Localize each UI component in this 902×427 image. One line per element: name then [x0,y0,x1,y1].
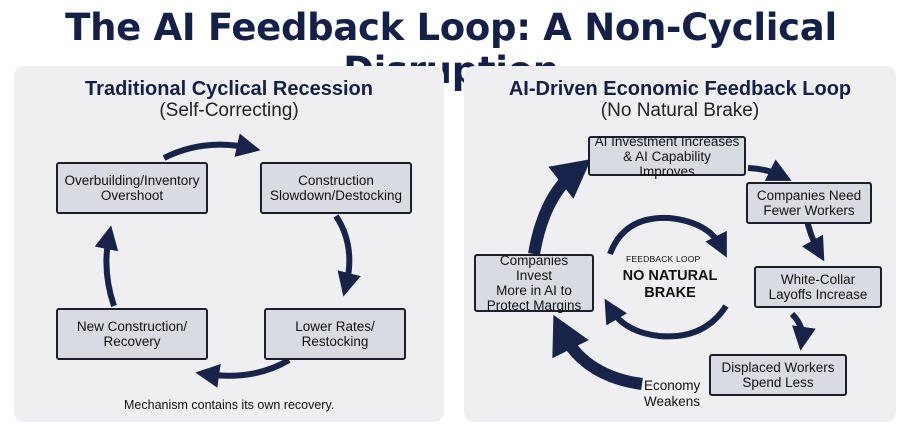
node-fewer-workers: Companies Need Fewer Workers [746,182,872,224]
feedback-loop-label: FEEDBACK LOOP [626,254,701,264]
node-overbuilding: Overbuilding/Inventory Overshoot [56,162,208,214]
node-lower-rates: Lower Rates/ Restocking [264,308,406,360]
arrow-overbuilding-to-slowdown [162,133,261,161]
no-natural-brake-label: NO NATURAL BRAKE [622,268,718,301]
node-layoffs: White-Collar Layoffs Increase [754,266,882,308]
node-construction-slowdown: Construction Slowdown/Destocking [260,162,412,214]
arrow-ai-to-fewer-workers [747,159,792,181]
arrow-layoffs-to-displaced [789,311,816,351]
left-panel-subtitle: (Self-Correcting) [159,100,299,121]
feedback-arrows [528,159,825,390]
node-ai-investment: AI Investment Increases & AI Capability … [588,134,746,179]
node-companies-invest: Companies Invest More in AI to Protect M… [474,253,594,313]
economy-weakens-label: Economy Weakens [644,378,701,409]
ai-feedback-panel: AI-Driven Economic Feedback Loop (No Nat… [464,66,896,422]
left-panel-caption: Mechanism contains its own recovery. [124,398,335,412]
left-panel-title: Traditional Cyclical Recession [85,78,373,100]
node-displaced-workers: Displaced Workers Spend Less [709,354,847,396]
arrow-invest-to-ai-investment [528,159,592,256]
arrow-recovery-to-overbuilding [94,225,119,307]
cyclical-recession-panel: Traditional Cyclical Recession (Self-Cor… [14,66,444,422]
arrow-slowdown-to-rates [333,214,361,297]
cycle-arrows [94,133,361,388]
center-loop-arc-bottom [604,298,729,340]
arrow-rates-to-recovery [195,357,291,388]
right-panel-title: AI-Driven Economic Feedback Loop [508,78,852,100]
right-panel-subtitle: (No Natural Brake) [600,100,760,121]
arrow-economy-to-invest [552,314,643,390]
center-loop-arc-top [607,214,727,258]
node-new-construction: New Construction/ Recovery [56,308,208,360]
